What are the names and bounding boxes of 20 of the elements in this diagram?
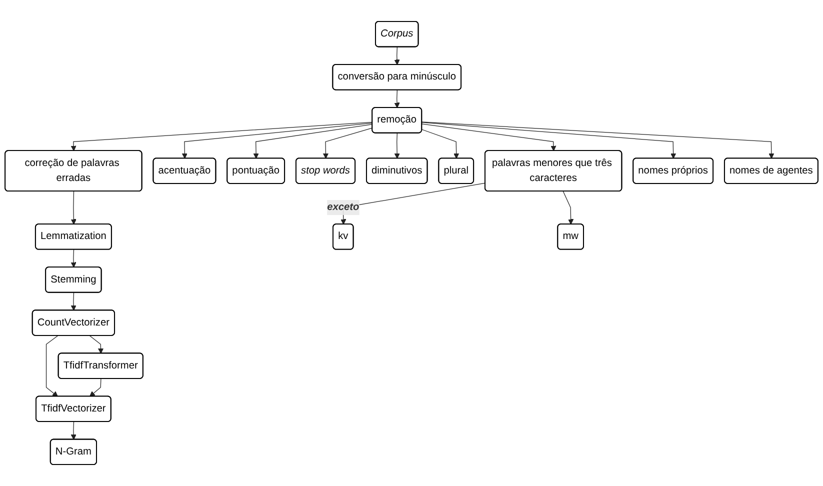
edge-label: exceto: [327, 202, 360, 213]
arrow: [422, 122, 774, 159]
arrow: [394, 132, 400, 159]
arrow: [70, 422, 76, 440]
arrow: [394, 90, 400, 108]
arrow: [253, 124, 373, 159]
arrow: [562, 191, 574, 225]
arrow: [422, 124, 556, 152]
arrow: [422, 129, 460, 159]
arrow: [89, 335, 104, 354]
arrow: [70, 191, 76, 225]
arrow: [70, 292, 76, 311]
arrow: [322, 128, 373, 159]
arrow: [182, 122, 373, 159]
arrow: [394, 46, 400, 66]
arrow: [89, 378, 102, 397]
arrow: [46, 335, 58, 397]
arrow: [422, 122, 676, 159]
arrow: [70, 249, 76, 268]
arrow: [70, 122, 373, 152]
